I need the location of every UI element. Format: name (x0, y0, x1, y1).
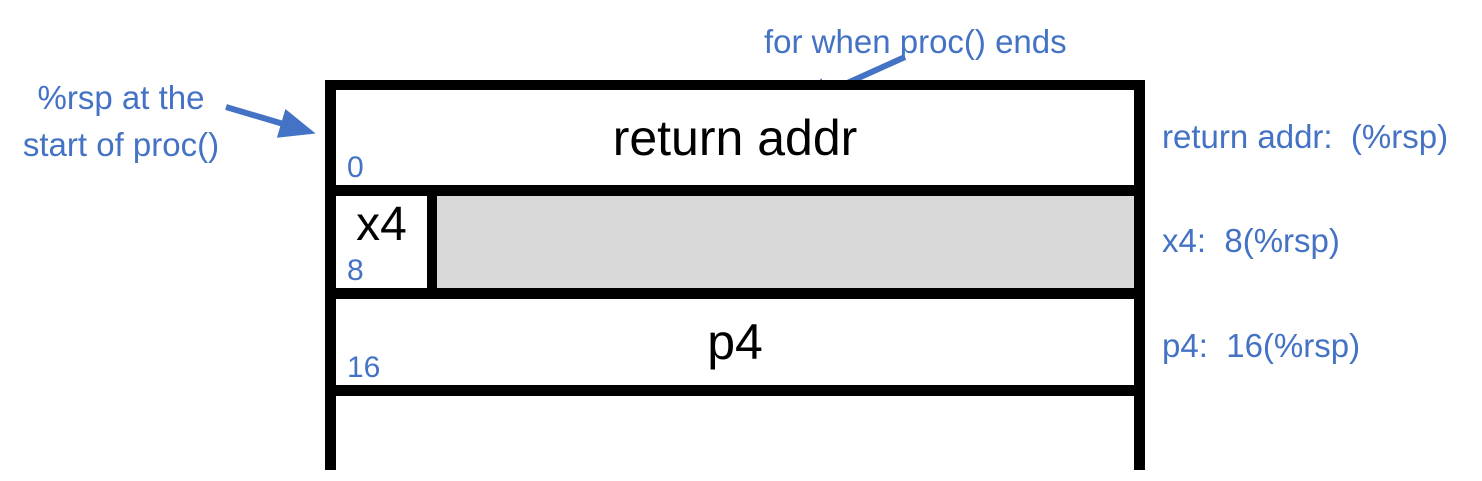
shaded-cell (437, 196, 1134, 288)
return-addr-label: return addr (612, 109, 858, 166)
offset-label-8: 8 (347, 254, 364, 287)
p4-label: p4 (707, 314, 763, 370)
stack-frame: return addr 0 x4 8 p4 16 (325, 80, 1145, 470)
x4-cell: x4 8 (336, 196, 437, 288)
side-label-x4: x4: 8(%rsp) (1162, 222, 1340, 260)
stack-row-empty (336, 396, 1134, 470)
stack-row-p4: p4 16 (336, 299, 1134, 396)
rsp-arrow-icon (225, 104, 316, 138)
proc-ends-annotation: for when proc() ends (764, 23, 1067, 60)
rsp-annotation-line2: start of proc() (22, 126, 220, 163)
offset-label-16: 16 (347, 351, 381, 384)
x4-label: x4 (356, 198, 407, 251)
side-label-return-addr: return addr: (%rsp) (1162, 118, 1449, 156)
stack-row-return-addr: return addr 0 (336, 90, 1134, 196)
side-label-p4: p4: 16(%rsp) (1162, 327, 1361, 365)
stack-row-x4: x4 8 (336, 196, 1134, 299)
offset-label-0: 0 (347, 151, 364, 184)
rsp-annotation: %rsp at the start of proc() (5, 74, 237, 168)
rsp-annotation-line1: %rsp at the (37, 79, 205, 116)
